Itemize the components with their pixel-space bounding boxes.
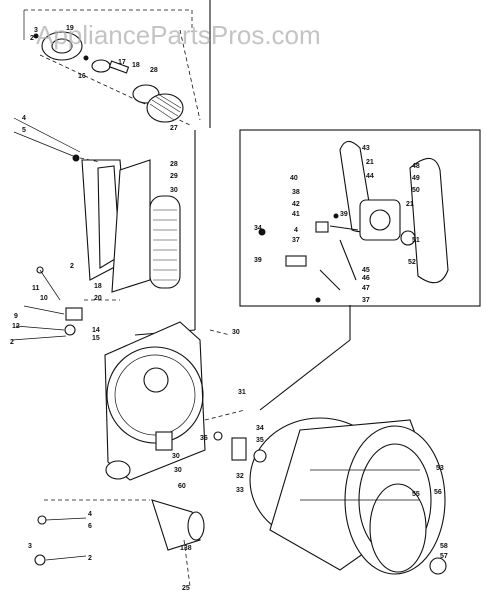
thermostat <box>65 307 83 321</box>
callout-28b: 28 <box>170 161 178 168</box>
thermostat-group <box>11 266 120 341</box>
callout-44: 44 <box>366 173 374 180</box>
rear-bulkhead <box>104 321 246 481</box>
callout-27: 27 <box>170 125 178 132</box>
callout-60: 60 <box>178 483 186 490</box>
callout-56: 56 <box>434 489 442 496</box>
callout-41: 41 <box>292 211 300 218</box>
callout-39: 39 <box>340 211 348 218</box>
callout-30: 30 <box>170 187 178 194</box>
callout-34b: 34 <box>256 425 264 432</box>
callout-138: 138 <box>180 545 192 552</box>
callout-labels: 2 3 19 17 18 28 16 27 4 5 28 29 30 2 18 … <box>10 25 448 592</box>
callout-15: 15 <box>92 335 100 342</box>
callout-30d: 30 <box>172 453 180 460</box>
callout-50: 50 <box>412 187 420 194</box>
callout-2c: 2 <box>10 339 14 346</box>
callout-43: 43 <box>362 145 370 152</box>
exhaust-duct <box>151 499 201 551</box>
roller-bracket <box>231 437 247 461</box>
callout-30c: 30 <box>174 467 182 474</box>
callout-37b: 37 <box>362 297 370 304</box>
callout-38: 38 <box>292 189 300 196</box>
callout-49: 49 <box>412 175 420 182</box>
callout-18b: 18 <box>94 283 102 290</box>
callout-53: 53 <box>436 465 444 472</box>
callout-29: 29 <box>170 173 178 180</box>
callout-48: 48 <box>412 163 420 170</box>
drum-roller <box>253 449 267 463</box>
callout-5: 5 <box>22 127 26 134</box>
heater-cover <box>111 159 151 293</box>
blower-assembly-group <box>23 9 201 126</box>
watermark: AppliancePartsPros.com <box>36 20 321 50</box>
callout-16: 16 <box>78 73 86 80</box>
callout-4c: 4 <box>88 511 92 518</box>
callout-52: 52 <box>408 259 416 266</box>
shaft <box>108 60 130 74</box>
callout-25: 25 <box>182 585 190 592</box>
glide <box>429 557 447 575</box>
heater-element <box>149 195 181 289</box>
callout-20: 20 <box>94 295 102 302</box>
callout-4b: 4 <box>294 227 298 234</box>
callout-14: 14 <box>92 327 100 334</box>
motor-pulley <box>400 230 416 246</box>
callout-11: 11 <box>32 285 40 292</box>
callout-3: 3 <box>34 27 38 34</box>
callout-47: 47 <box>362 285 370 292</box>
callout-37: 37 <box>292 237 300 244</box>
drive-belt <box>409 157 449 284</box>
drum-seal-bracket <box>155 431 173 451</box>
callout-9: 9 <box>14 313 18 320</box>
drum-seal-ring <box>369 483 427 573</box>
callout-45: 45 <box>362 267 370 274</box>
callout-21: 21 <box>366 159 374 166</box>
callout-10: 10 <box>40 295 48 302</box>
callout-31: 31 <box>238 389 246 396</box>
callout-34: 34 <box>254 225 262 232</box>
callout-36: 36 <box>200 435 208 442</box>
callout-17: 17 <box>118 59 126 66</box>
callout-39b: 39 <box>254 257 262 264</box>
callout-55: 55 <box>412 491 420 498</box>
callout-18: 18 <box>132 62 140 69</box>
drum-assembly <box>213 417 447 575</box>
callout-33: 33 <box>236 487 244 494</box>
callout-2b: 2 <box>70 263 74 270</box>
callout-2d: 2 <box>88 555 92 562</box>
callout-19: 19 <box>66 25 74 32</box>
motor-inset <box>239 129 481 411</box>
callout-42: 42 <box>292 201 300 208</box>
callout-21b: 21 <box>406 201 414 208</box>
callout-51: 51 <box>412 237 420 244</box>
callout-35: 35 <box>256 437 264 444</box>
duct-assembly <box>13 0 211 336</box>
exhaust-group <box>34 499 205 587</box>
callout-3b: 3 <box>28 543 32 550</box>
callout-57: 57 <box>440 553 448 560</box>
callout-6: 6 <box>88 523 92 530</box>
callout-30b: 30 <box>232 329 240 336</box>
callout-12: 12 <box>12 323 20 330</box>
callout-2: 2 <box>30 35 34 42</box>
callout-46: 46 <box>362 275 370 282</box>
bearing <box>91 59 111 73</box>
callout-32: 32 <box>236 473 244 480</box>
callout-4: 4 <box>22 115 26 122</box>
callout-58: 58 <box>440 543 448 550</box>
callout-40: 40 <box>290 175 298 182</box>
callout-28: 28 <box>150 67 158 74</box>
